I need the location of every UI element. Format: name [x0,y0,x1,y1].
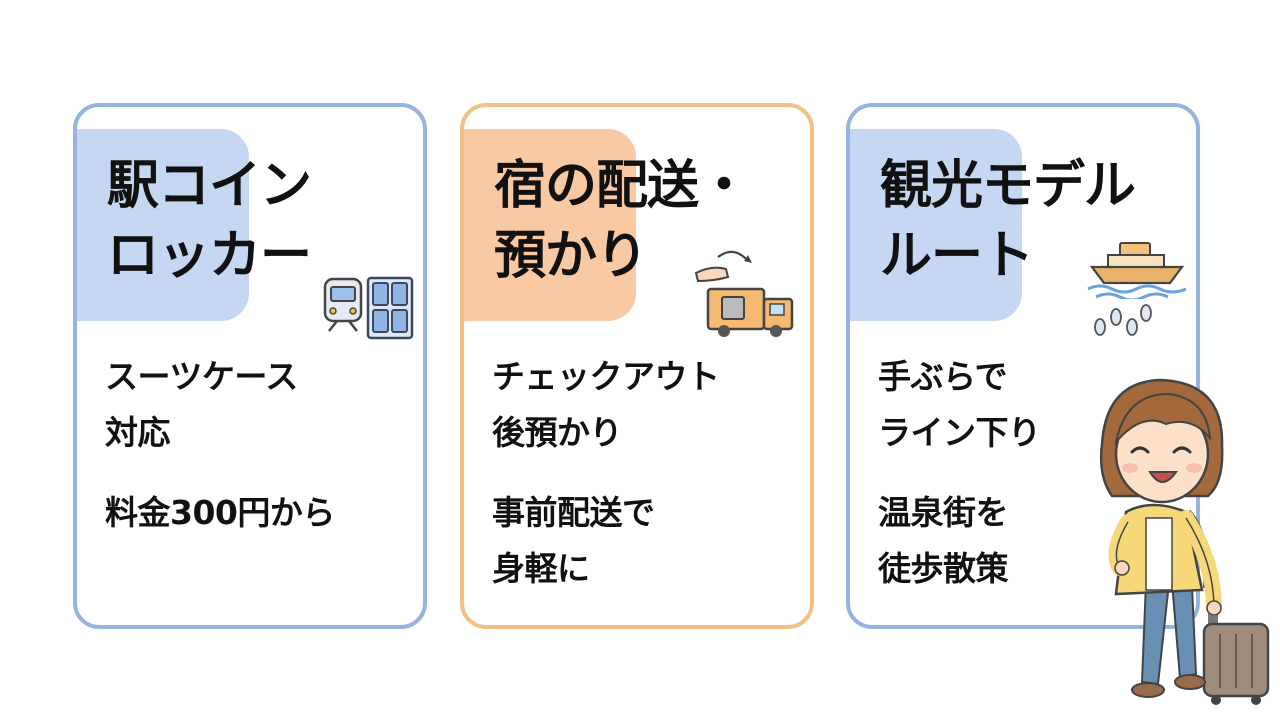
card-title: 宿の配送・ 預かり [494,156,750,286]
footprints-icon [1094,304,1152,336]
train-icon [323,277,363,332]
card-line-2: 料金300円から [105,493,335,532]
boat-icon [1087,242,1187,299]
card-line-1: チェックアウト 後預かり [492,357,720,452]
hand-suitcase-icon [694,250,794,337]
locker-icon [366,276,414,340]
card-sightseeing-route: 観光モデル ルート 手ぶらで ライン下り 温泉街を 徒歩散策 [846,103,1200,629]
card-line-1: 手ぶらで ライン下り [878,357,1041,452]
card-title: 駅コイン ロッカー [107,156,312,286]
card-title: 観光モデル ルート [880,156,1136,286]
card-hotel-delivery: 宿の配送・ 預かり チェックアウト 後預かり 事前配送で 身軽に [460,103,814,629]
card-line-2: 事前配送で 身軽に [492,493,655,588]
title-highlight [77,129,249,321]
card-line-2: 温泉街を 徒歩散策 [878,493,1009,588]
card-line-1: スーツケース 対応 [105,357,298,452]
title-highlight [464,129,636,321]
title-highlight [850,129,1022,321]
card-station-locker: 駅コイン ロッカー スーツケース 対応 料金300円から [73,103,427,629]
traveler-woman-illustration [1099,378,1270,705]
